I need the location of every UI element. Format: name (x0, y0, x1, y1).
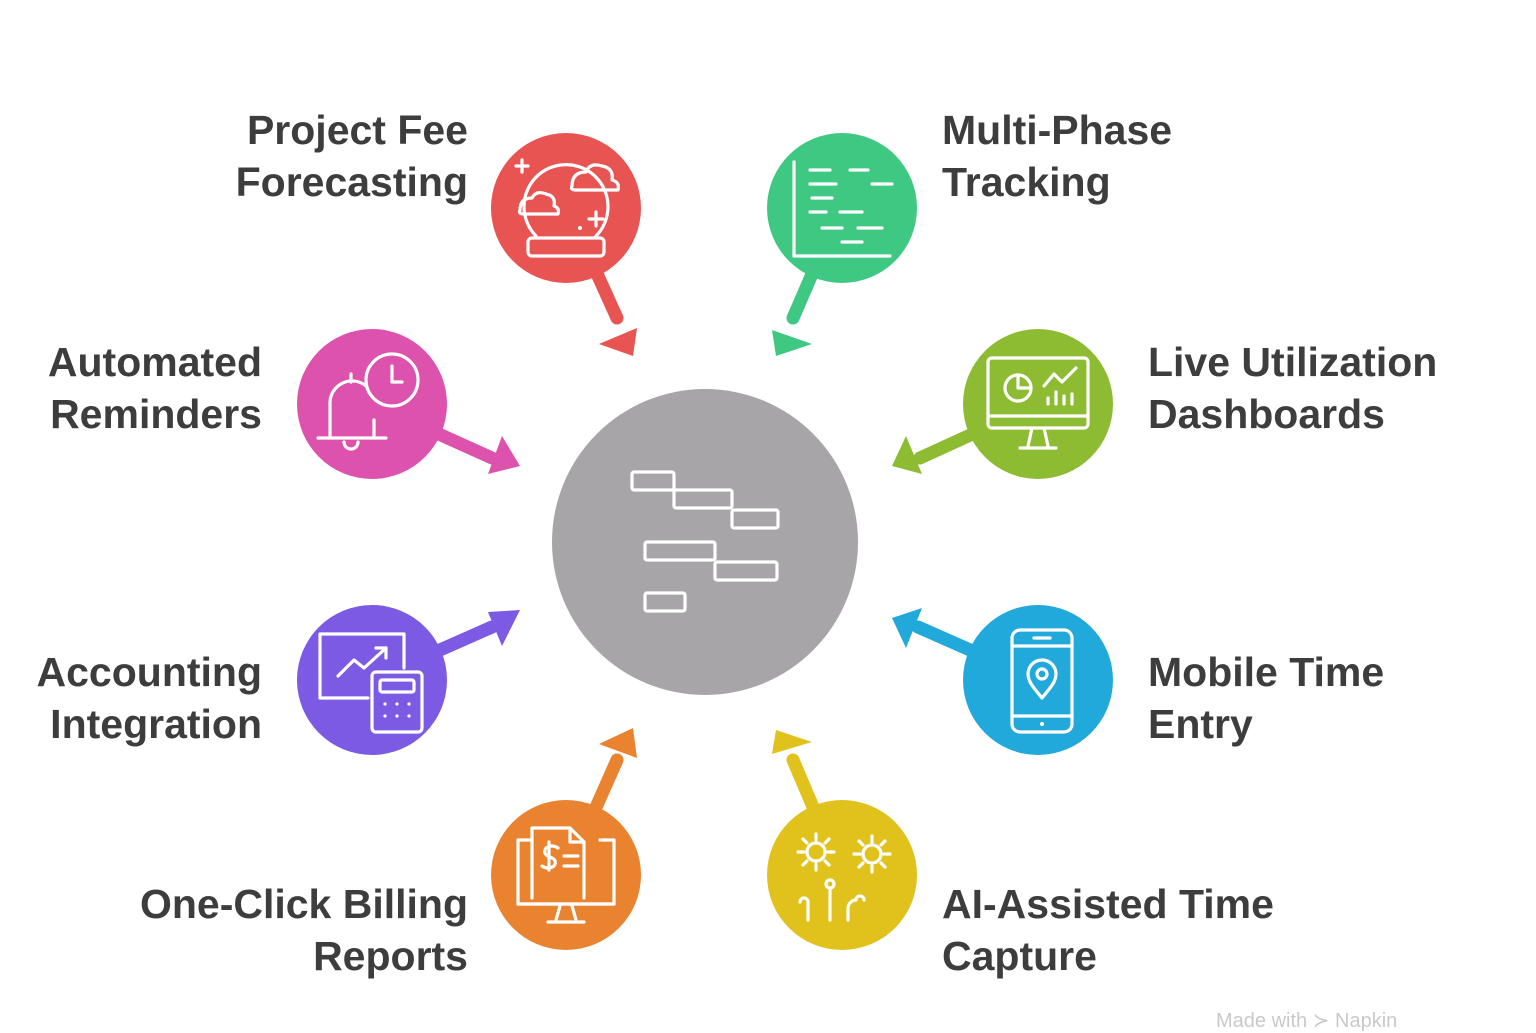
node-mobile-time-entry (963, 605, 1113, 755)
label-line: Mobile Time (1148, 649, 1385, 695)
gantt-chart-icon (630, 470, 780, 613)
label-line: Forecasting (235, 159, 468, 205)
node-automated-reminders (297, 329, 447, 479)
label-line: Reports (313, 933, 468, 979)
label-line: Integration (50, 701, 262, 747)
label-automated-reminders: Automated Reminders (20, 336, 262, 440)
label-line: Automated (47, 339, 262, 385)
label-accounting-integration: Accounting Integration (20, 646, 262, 750)
label-line: Reminders (50, 391, 262, 437)
label-one-click-billing-reports: One-Click Billing Reports (100, 878, 468, 982)
gantt-list-icon (792, 160, 894, 258)
label-line: Project Fee (246, 107, 468, 153)
label-multi-phase-tracking: Multi-Phase Tracking (942, 104, 1172, 208)
label-line: Dashboards (1148, 391, 1385, 437)
label-mobile-time-entry: Mobile Time Entry (1148, 646, 1384, 750)
label-line: Capture (942, 933, 1097, 979)
label-line: Multi-Phase (942, 107, 1173, 153)
chart-calculator-icon (318, 632, 424, 734)
monitor-dashboard-icon (986, 356, 1090, 450)
watermark[interactable]: Made with ≻ Napkin (1216, 1010, 1398, 1032)
node-multi-phase-tracking (767, 133, 917, 283)
label-line: Tracking (942, 159, 1111, 205)
node-live-utilization-dashboards (963, 329, 1113, 479)
bell-clock-icon (316, 352, 420, 451)
label-line: Entry (1148, 701, 1253, 747)
label-live-utilization-dashboards: Live Utilization Dashboards (1148, 336, 1437, 440)
label-ai-assisted-time-capture: AI-Assisted Time Capture (942, 878, 1274, 982)
node-ai-assisted-time-capture (767, 800, 917, 950)
label-line: One-Click Billing (139, 881, 468, 927)
label-line: Live Utilization (1148, 339, 1438, 385)
label-project-fee-forecasting: Project Fee Forecasting (218, 104, 468, 208)
node-accounting-integration (297, 605, 447, 755)
node-project-fee-forecasting (491, 133, 641, 283)
gears-circuit-icon (796, 832, 892, 922)
label-line: Accounting (36, 649, 262, 695)
mobile-location-icon (1010, 628, 1074, 734)
label-line: AI-Assisted Time (942, 881, 1274, 927)
invoice-monitor-icon (516, 826, 616, 924)
crystal-ball-icon (514, 158, 620, 258)
center-node (552, 389, 858, 695)
node-one-click-billing-reports (491, 800, 641, 950)
